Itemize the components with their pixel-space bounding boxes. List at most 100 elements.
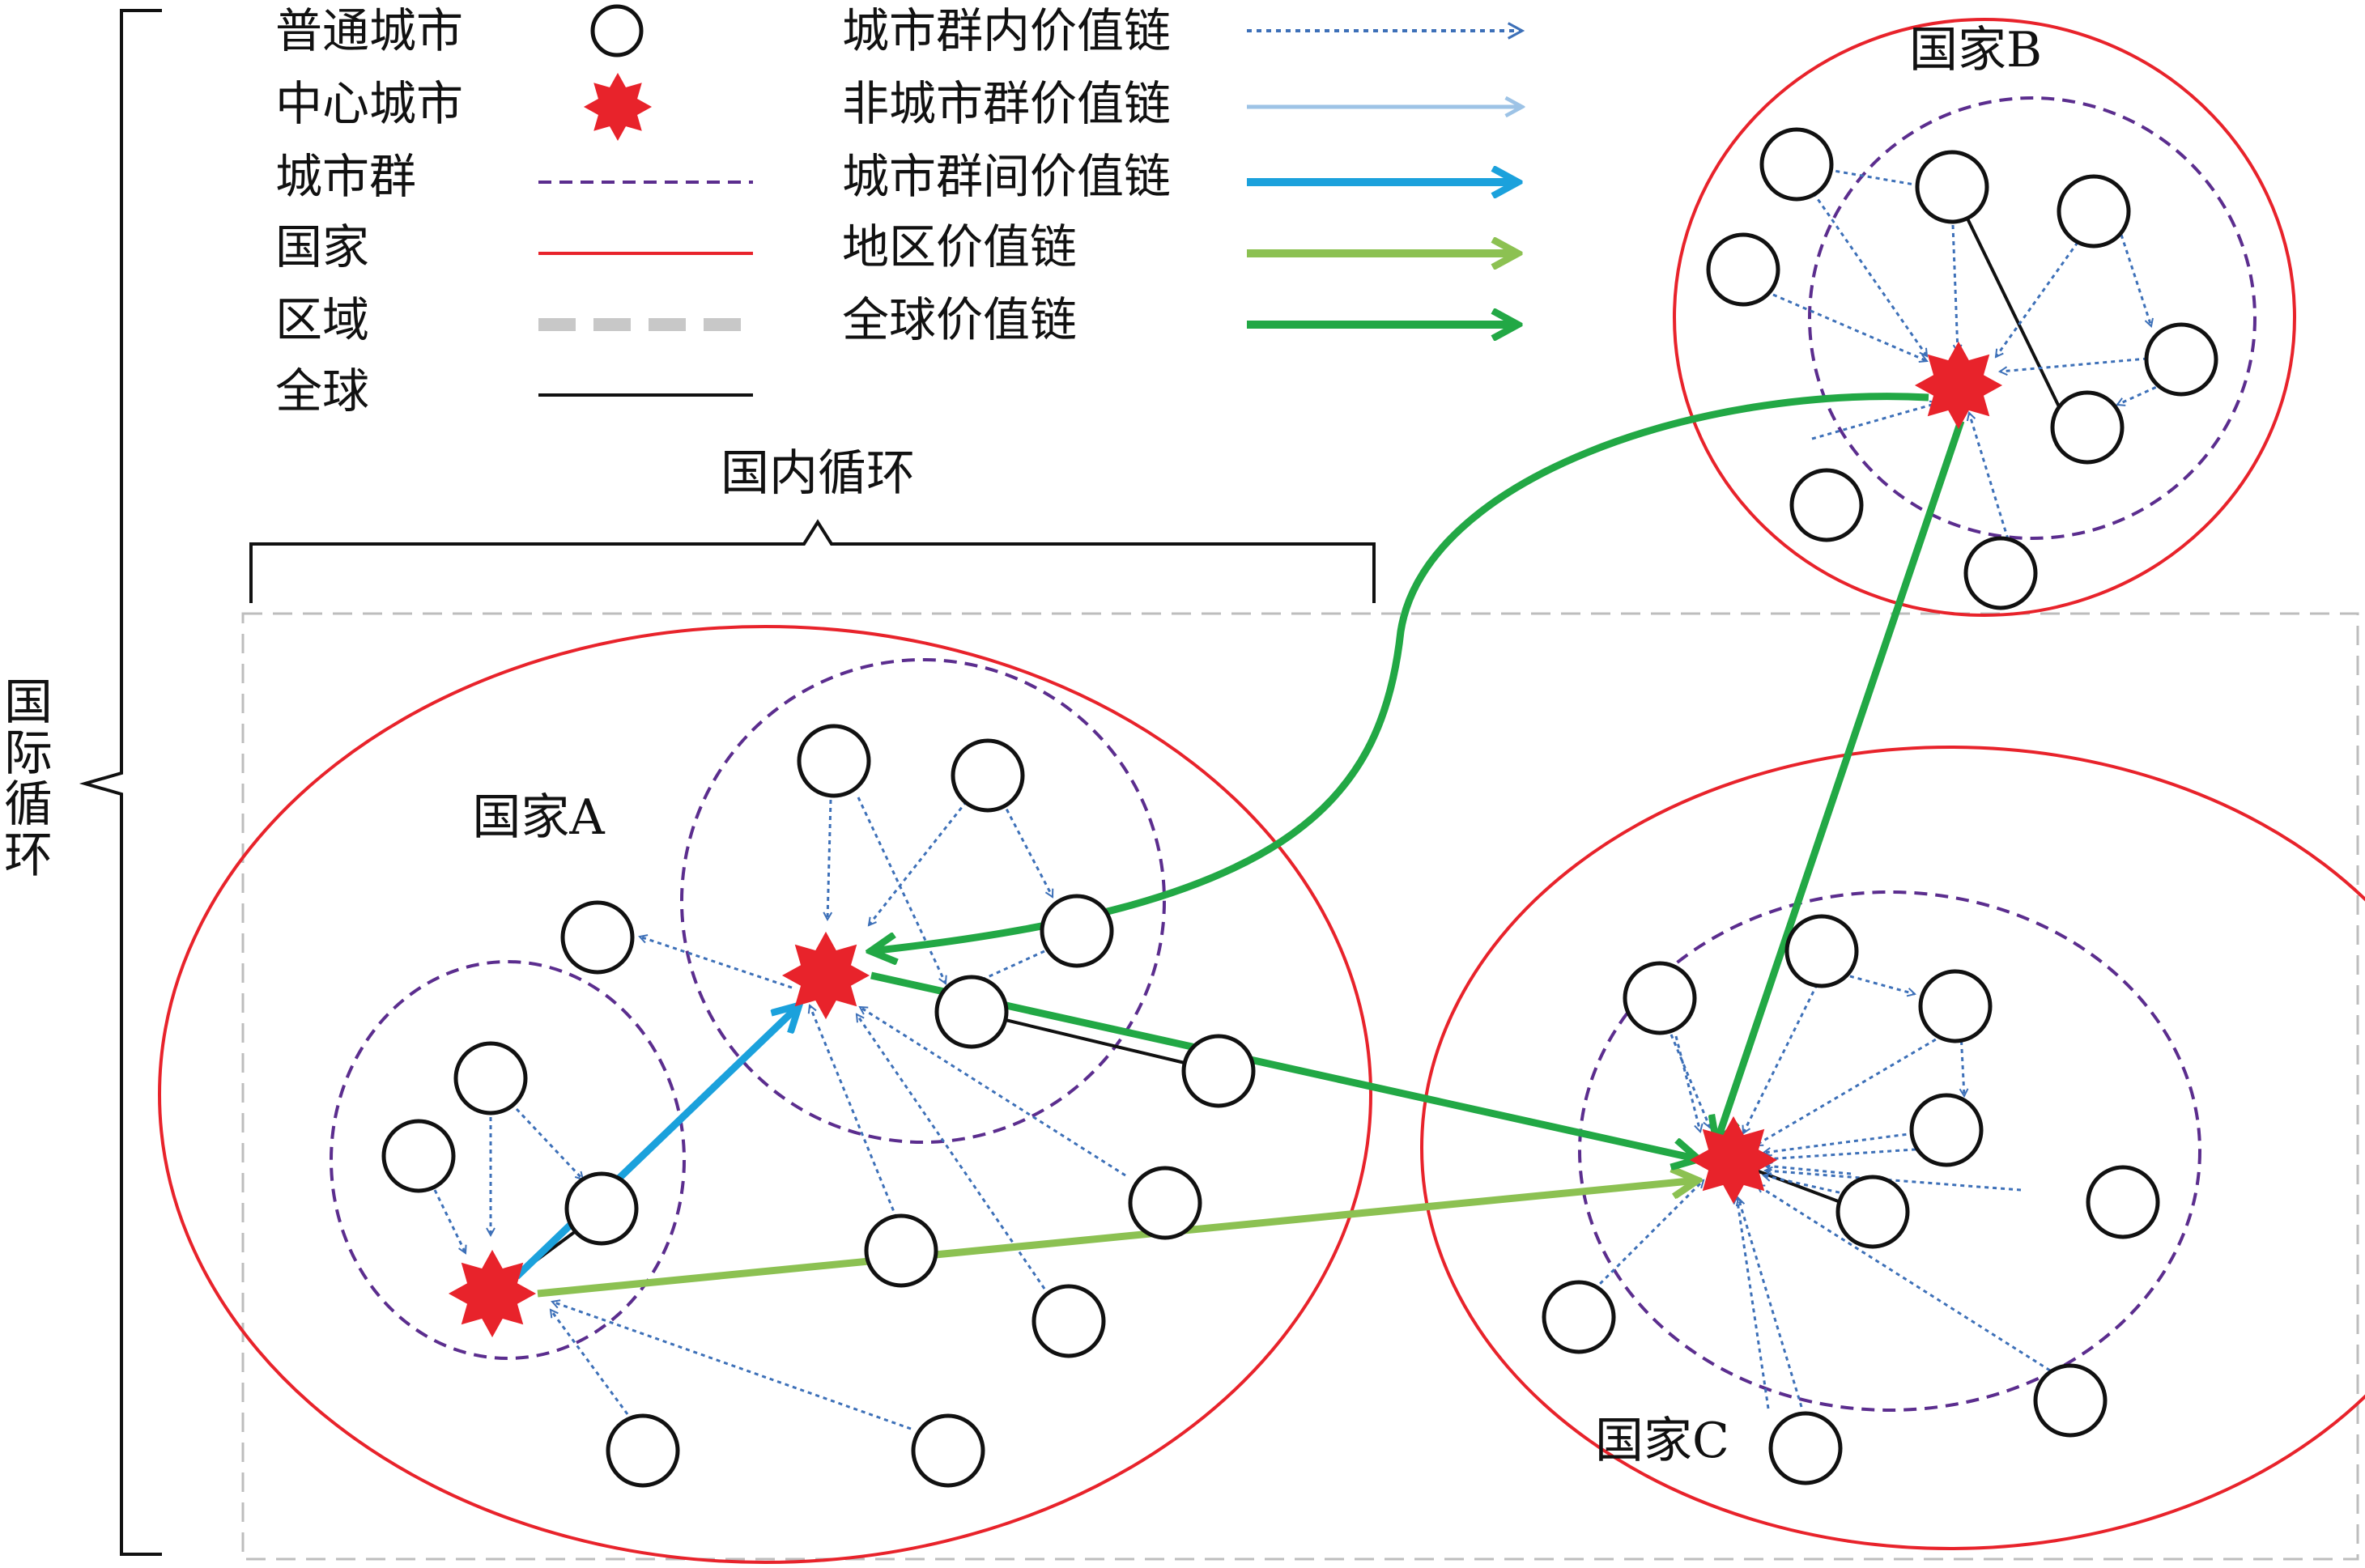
ordinary-city [1915, 150, 1989, 224]
intra-chain [1795, 163, 1933, 188]
ordinary-city [1706, 232, 1780, 307]
ordinary-city [1623, 961, 1697, 1035]
intra-chain [827, 799, 831, 920]
ordinary-city [2057, 174, 2131, 249]
international-char: 环 [4, 827, 53, 884]
intra-chain [552, 1302, 912, 1430]
ordinary-city [1181, 1034, 1256, 1108]
ordinary-city [1542, 1280, 1616, 1354]
intra-chain [551, 1310, 629, 1415]
ordinary-city [1784, 914, 1859, 988]
ordinary-city [606, 1413, 680, 1488]
global-chain [1716, 419, 1965, 1143]
inter-cluster-chain [513, 1005, 799, 1280]
intra-chain [810, 1005, 901, 1226]
center-city-star-a-small [448, 1249, 537, 1338]
legend-label: 城市群 [275, 149, 416, 204]
city-cluster-a-small [330, 960, 686, 1360]
city-cluster-a-main [680, 658, 1166, 1144]
intra-chain [1674, 1035, 1700, 1132]
ordinary-city [934, 975, 1009, 1049]
international-char: 际 [4, 725, 53, 782]
ordinary-city [2050, 390, 2125, 465]
legend-city-symbol [590, 4, 644, 57]
region-boundary [241, 612, 2359, 1561]
domestic-cycle-bracket [249, 519, 1376, 603]
ordinary-city [1759, 127, 1834, 202]
intra-chain [1807, 185, 1929, 356]
ordinary-city [864, 1213, 938, 1288]
ordinary-city [1835, 1175, 1910, 1249]
center-city-star-b [1914, 341, 2003, 430]
ordinary-cities [381, 4, 2218, 1488]
ordinary-city [1040, 894, 1114, 968]
intra-chain [1969, 413, 2010, 540]
intra-chain [1961, 1032, 1964, 1096]
intra-chain [1811, 403, 1938, 440]
intra-chain [1765, 1146, 1941, 1159]
intra-chain [1757, 1183, 2051, 1372]
center-city-star-a-main [781, 931, 870, 1020]
center-city-star-c [1689, 1115, 1778, 1205]
legend-label: 区域 [275, 292, 369, 347]
intra-chain [640, 937, 793, 989]
country-c-border [1420, 746, 2365, 1550]
ordinary-city [564, 1171, 639, 1246]
ordinary-city [560, 900, 635, 975]
legend-label: 中心城市 [275, 76, 463, 131]
ordinary-city [1789, 468, 1864, 542]
ordinary-city [1909, 1093, 1984, 1167]
ordinary-city [381, 1119, 456, 1193]
intra-chain [1587, 1180, 1704, 1297]
intra-chain [2000, 357, 2148, 372]
intra-chain [1763, 1128, 1947, 1153]
intra-chain [1994, 235, 2084, 357]
country-a-border [158, 625, 1372, 1564]
intra-chain [1826, 968, 1915, 994]
intra-chain [1772, 293, 1927, 361]
intra-chain [860, 1005, 1126, 1177]
legend-label: 地区价值链 [842, 219, 1077, 274]
legend-label: 全球价值链 [842, 292, 1077, 347]
country-a-label: 国家A [472, 789, 605, 846]
intra-chain [1670, 1034, 1710, 1128]
global-chain [870, 393, 1929, 951]
ordinary-city [2033, 1363, 2108, 1438]
ordinary-city [797, 724, 871, 798]
international-cycle-label: 国 际 循 环 [4, 674, 53, 884]
international-cycle-bracket [79, 9, 162, 1556]
global-link [1950, 186, 2070, 427]
legend-label: 非城市群价值链 [842, 76, 1171, 131]
legend-label: 全球 [275, 363, 369, 419]
regional-chain [537, 1180, 1698, 1298]
legend-label: 普通城市 [275, 3, 463, 58]
legend-center-star [583, 72, 653, 142]
intra-chain [869, 794, 973, 925]
legend: 普通城市 中心城市 城市群 国家 区域 全球 城市群内价值链 非城市群价值链 城… [275, 3, 1522, 419]
intra-chain [433, 1189, 466, 1253]
ordinary-city [1768, 1411, 1843, 1485]
center-cities [448, 341, 2003, 1338]
domestic-cycle-label: 国内循环 [721, 445, 915, 502]
legend-label: 城市群内价值链 [842, 3, 1171, 58]
city-cluster-c [1578, 890, 2201, 1412]
intra-chain [515, 1107, 583, 1179]
intra-chain [1755, 1030, 1950, 1147]
intra-chain [1765, 1166, 1852, 1175]
ordinary-city [1963, 536, 2038, 610]
ordinary-city [1031, 1284, 1106, 1358]
ordinary-city [2144, 322, 2218, 397]
legend-center-symbol [583, 72, 653, 142]
legend-label: 国家 [275, 219, 369, 274]
intra-chain [1765, 1171, 2022, 1192]
ordinary-city [2086, 1165, 2160, 1239]
ordinary-city [453, 1041, 528, 1115]
intra-chain [1951, 224, 1958, 352]
international-char: 国 [4, 674, 53, 731]
intra-chain [857, 797, 946, 984]
country-c-label: 国家C [1595, 1413, 1729, 1469]
ordinary-city [1918, 969, 1993, 1043]
intra-chain [2120, 234, 2151, 326]
